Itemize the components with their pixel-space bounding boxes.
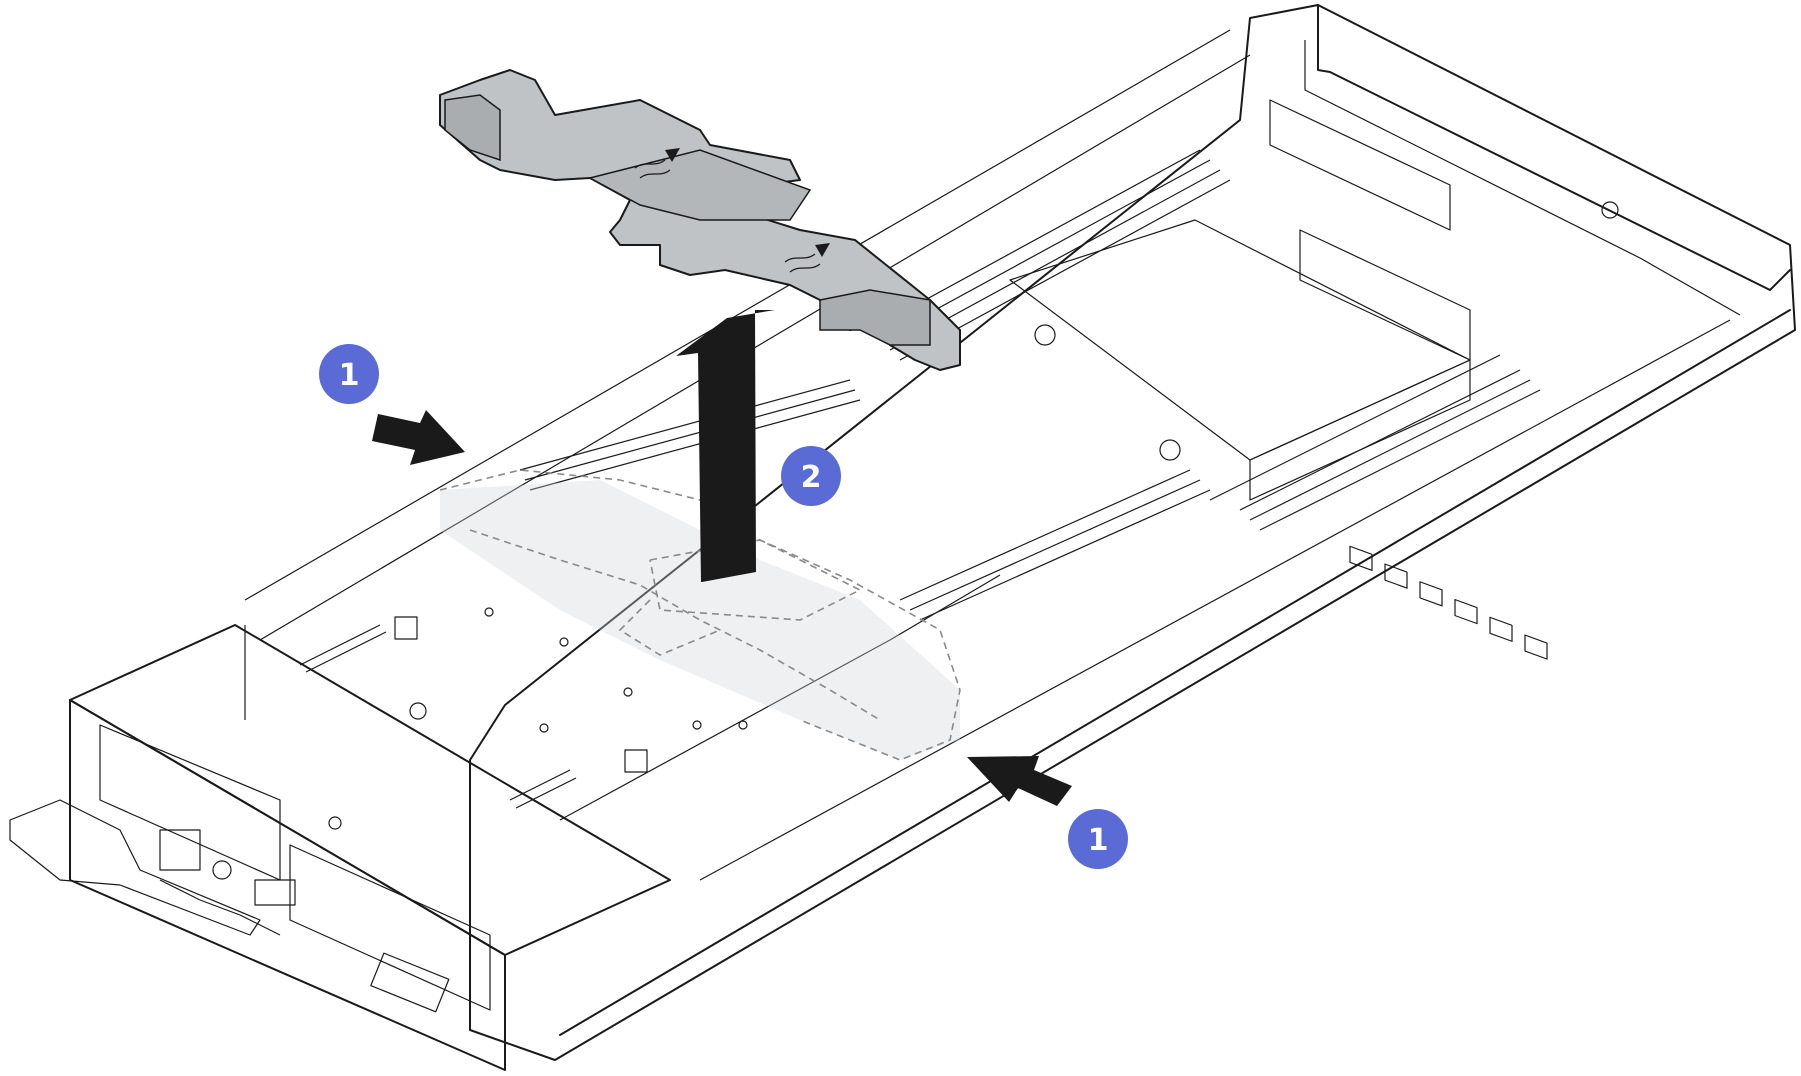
dimm-slot [519,379,851,471]
ghost-baffle-fill [440,480,960,760]
press-arrow-right [967,756,1072,806]
tray-side-rail [559,309,1791,1036]
pcie-slot [305,631,387,673]
lift-arrow [676,310,775,582]
board-screw [409,702,427,720]
board-connector [624,749,648,773]
tray-outline [469,4,1796,1061]
pcie-slot [509,769,571,801]
dimm-slot [1239,369,1521,511]
air-baffle-left-block [444,94,501,162]
power-button [212,860,232,880]
board-standoff [692,720,702,730]
processor-heatsink-front [1009,219,1471,501]
ghost-baffle-outline [439,469,961,761]
tray-rear-wall [1317,4,1791,291]
serial-connector [370,952,450,1013]
rear-connector-round [1601,201,1619,219]
release-cable [159,879,281,936]
callout-badge [781,446,841,506]
airflow-arrow-icon [784,243,830,273]
callout-1-right: 1 [1068,809,1128,869]
drive-cage-screw [328,816,342,830]
dimm-slots-center [519,379,1211,621]
pcie-slot [299,624,381,666]
dimm-slot [1249,379,1531,521]
tray-side-rail-inner [699,319,1731,881]
dimm-slots-right [1209,354,1541,531]
dimm-slot [899,469,1191,601]
port [1384,563,1408,589]
dimm-slot [909,479,1201,611]
dimm-slot [524,389,856,481]
air-baffle-removed [439,69,961,371]
board-connector [394,616,418,640]
usb-port [159,829,201,871]
board-standoff [559,637,569,647]
dimm-slot [919,489,1211,621]
front-panel-leds [254,879,296,906]
press-in-arrow-icon [967,756,1072,806]
release-lever [9,799,261,936]
callout-badge [319,344,379,404]
callout-label: 1 [339,358,360,393]
dimm-slot [529,399,861,491]
board-standoff [484,607,494,617]
press-arrow-left [372,410,465,465]
lift-up-arrow-icon [676,310,775,582]
air-baffle-installed-ghost [439,469,961,761]
press-in-arrow-icon [372,410,465,465]
air-baffle-top-panel [587,149,812,221]
heatsink-top [1269,99,1451,231]
dimm-slot [1209,354,1501,501]
drive-bay-right [289,844,491,1011]
airflow-arrow-icon [634,148,680,179]
heatsink-side [1249,359,1471,501]
tray-floor-edge [559,574,1001,821]
port [1524,634,1548,660]
drive-cage-front [69,699,506,1071]
callout-1-left: 1 [319,344,379,404]
callout-label: 1 [1088,823,1109,858]
port [1454,598,1478,625]
tray-rear-wall-inner [1304,40,1741,316]
heatsink-body [1299,229,1471,361]
port [1349,545,1373,572]
heatsink-screw [1159,439,1181,461]
port [1489,616,1513,642]
processor-heatsink-rear [1269,99,1471,361]
drive-bay-left [99,724,281,881]
tray-left-wall [244,29,1231,601]
pcie-slot [515,777,577,809]
callout-label: 2 [801,460,822,495]
callout-2: 2 [781,446,841,506]
front-drive-cage [9,624,671,1071]
ghost-baffle-cutout [649,539,862,621]
system-board [299,607,748,809]
rear-io-ports [1349,201,1619,660]
node-tray [244,4,1796,1061]
heatsink-top [1009,219,1471,461]
air-baffle-right-block [819,289,931,346]
port [1419,581,1443,607]
ghost-baffle-tab [618,599,721,656]
board-standoff [539,723,549,733]
board-standoff [623,687,633,697]
dimm-slot [1259,389,1541,531]
board-standoff [738,720,748,730]
callout-badge [1068,809,1128,869]
drive-cage-top [69,624,671,956]
heatsink-screw [1034,324,1056,346]
